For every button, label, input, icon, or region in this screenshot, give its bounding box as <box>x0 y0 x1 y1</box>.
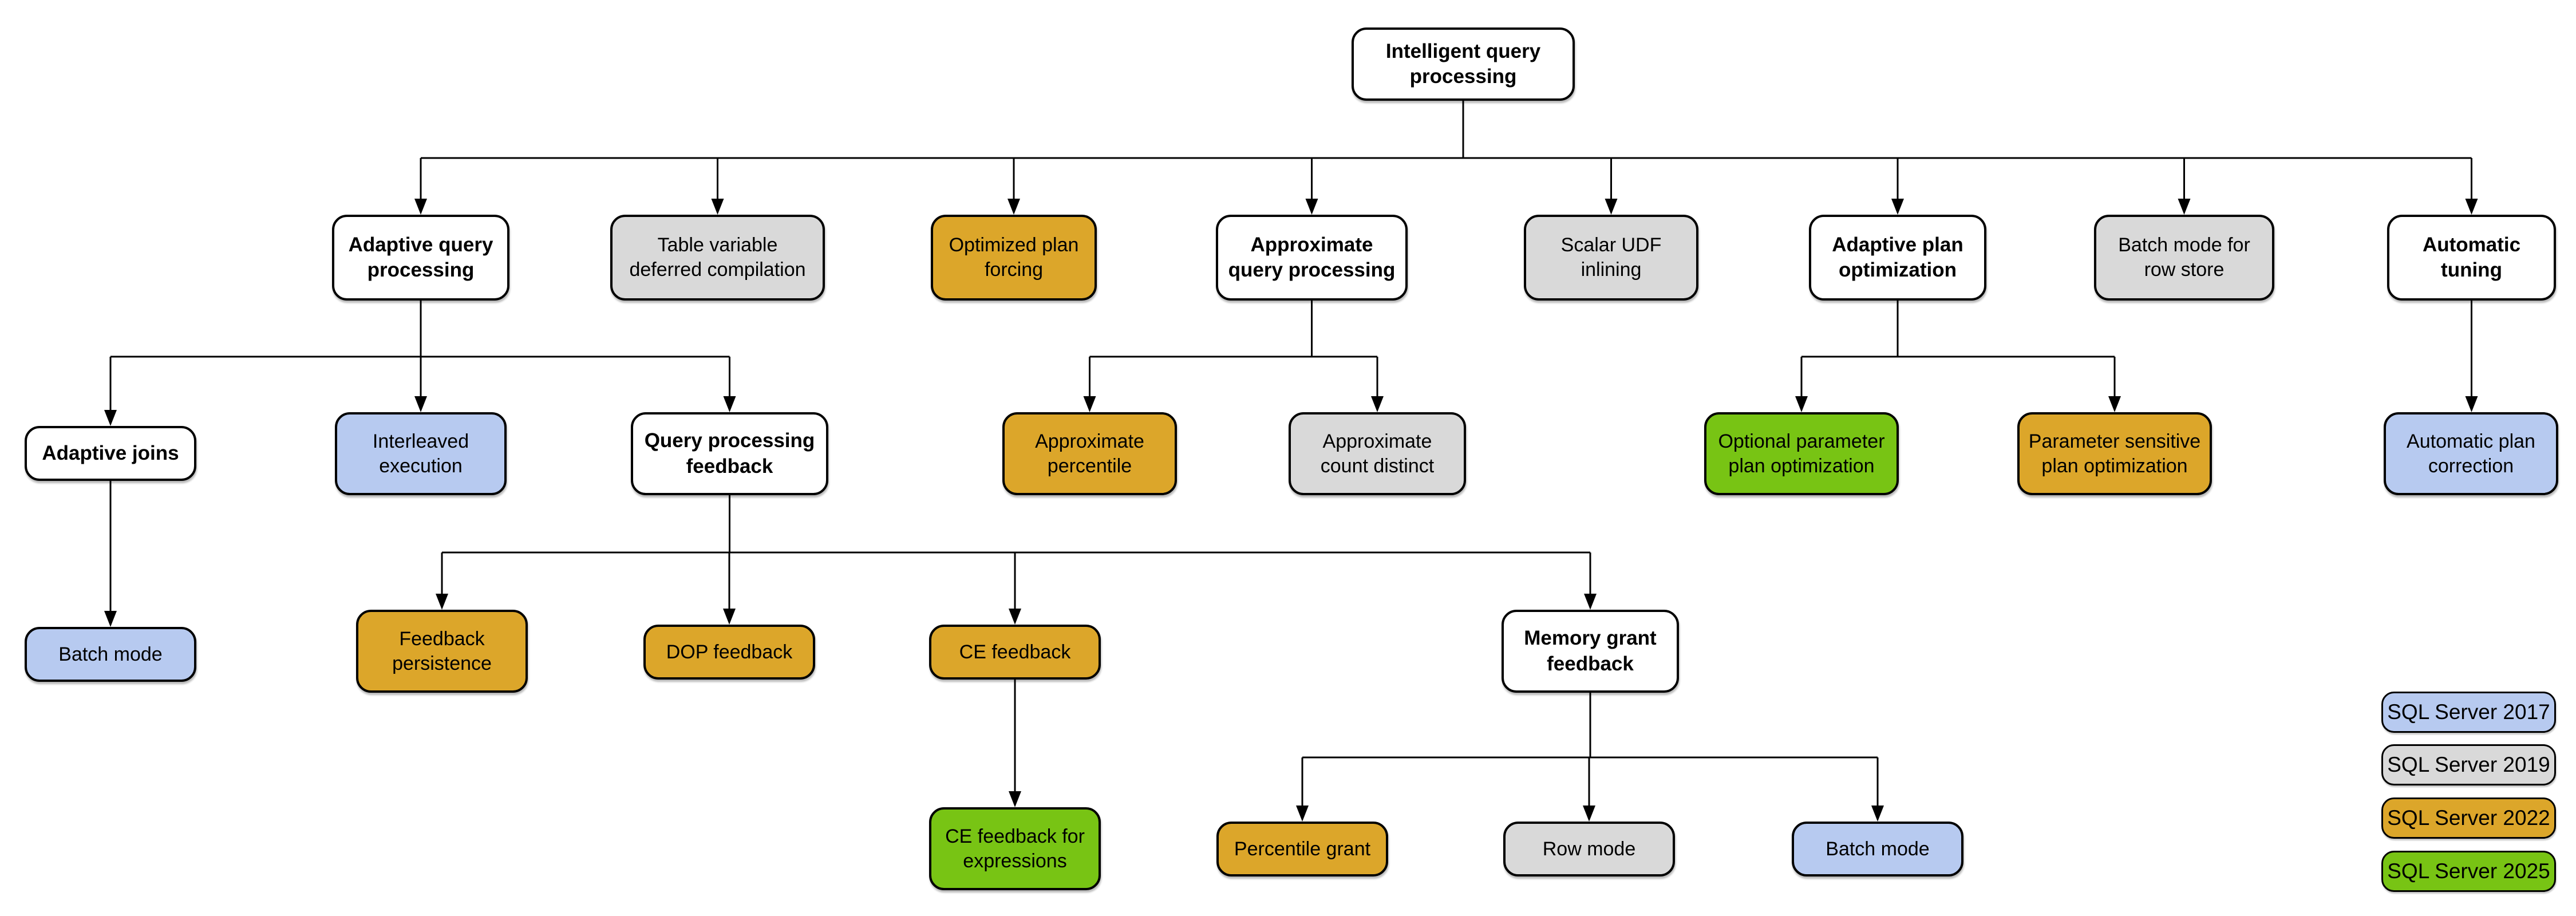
node-intelligent-query-processing: Intelligent query processing <box>1352 27 1575 101</box>
node-parameter-sensitive-plan-optimization: Parameter sensitive plan optimization <box>2017 412 2212 495</box>
node-batch-mode-for-row-store: Batch mode for row store <box>2094 215 2274 301</box>
legend-item-sql-server-2017: SQL Server 2017 <box>2381 692 2556 733</box>
node-batch-mode-memory-grant: Batch mode <box>1792 822 1963 876</box>
node-automatic-tuning: Automatic tuning <box>2387 215 2556 301</box>
node-approximate-percentile: Approximate percentile <box>1002 412 1177 495</box>
node-row-mode: Row mode <box>1503 822 1675 876</box>
node-approximate-query-processing: Approximate query processing <box>1216 215 1408 301</box>
node-ce-feedback: CE feedback <box>929 625 1101 680</box>
legend-item-sql-server-2019: SQL Server 2019 <box>2381 744 2556 785</box>
node-feedback-persistence: Feedback persistence <box>356 610 528 693</box>
node-percentile-grant: Percentile grant <box>1216 822 1388 876</box>
node-ce-feedback-for-expressions: CE feedback for expressions <box>929 807 1101 890</box>
node-automatic-plan-correction: Automatic plan correction <box>2384 412 2558 495</box>
node-approximate-count-distinct: Approximate count distinct <box>1289 412 1466 495</box>
node-optimized-plan-forcing: Optimized plan forcing <box>931 215 1097 301</box>
node-adaptive-joins: Adaptive joins <box>25 426 196 481</box>
node-optional-parameter-plan-optimization: Optional parameter plan optimization <box>1704 412 1899 495</box>
node-interleaved-execution: Interleaved execution <box>335 412 507 495</box>
node-scalar-udf-inlining: Scalar UDF inlining <box>1524 215 1698 301</box>
node-adaptive-query-processing: Adaptive query processing <box>332 215 509 301</box>
node-batch-mode-adaptive-joins: Batch mode <box>25 627 196 682</box>
node-table-variable-deferred-compilation: Table variable deferred compilation <box>610 215 825 301</box>
node-dop-feedback: DOP feedback <box>643 625 815 680</box>
node-adaptive-plan-optimization: Adaptive plan optimization <box>1809 215 1986 301</box>
legend-item-sql-server-2022: SQL Server 2022 <box>2381 797 2556 839</box>
node-memory-grant-feedback: Memory grant feedback <box>1502 610 1679 693</box>
node-query-processing-feedback: Query processing feedback <box>631 412 828 495</box>
legend-item-sql-server-2025: SQL Server 2025 <box>2381 851 2556 892</box>
